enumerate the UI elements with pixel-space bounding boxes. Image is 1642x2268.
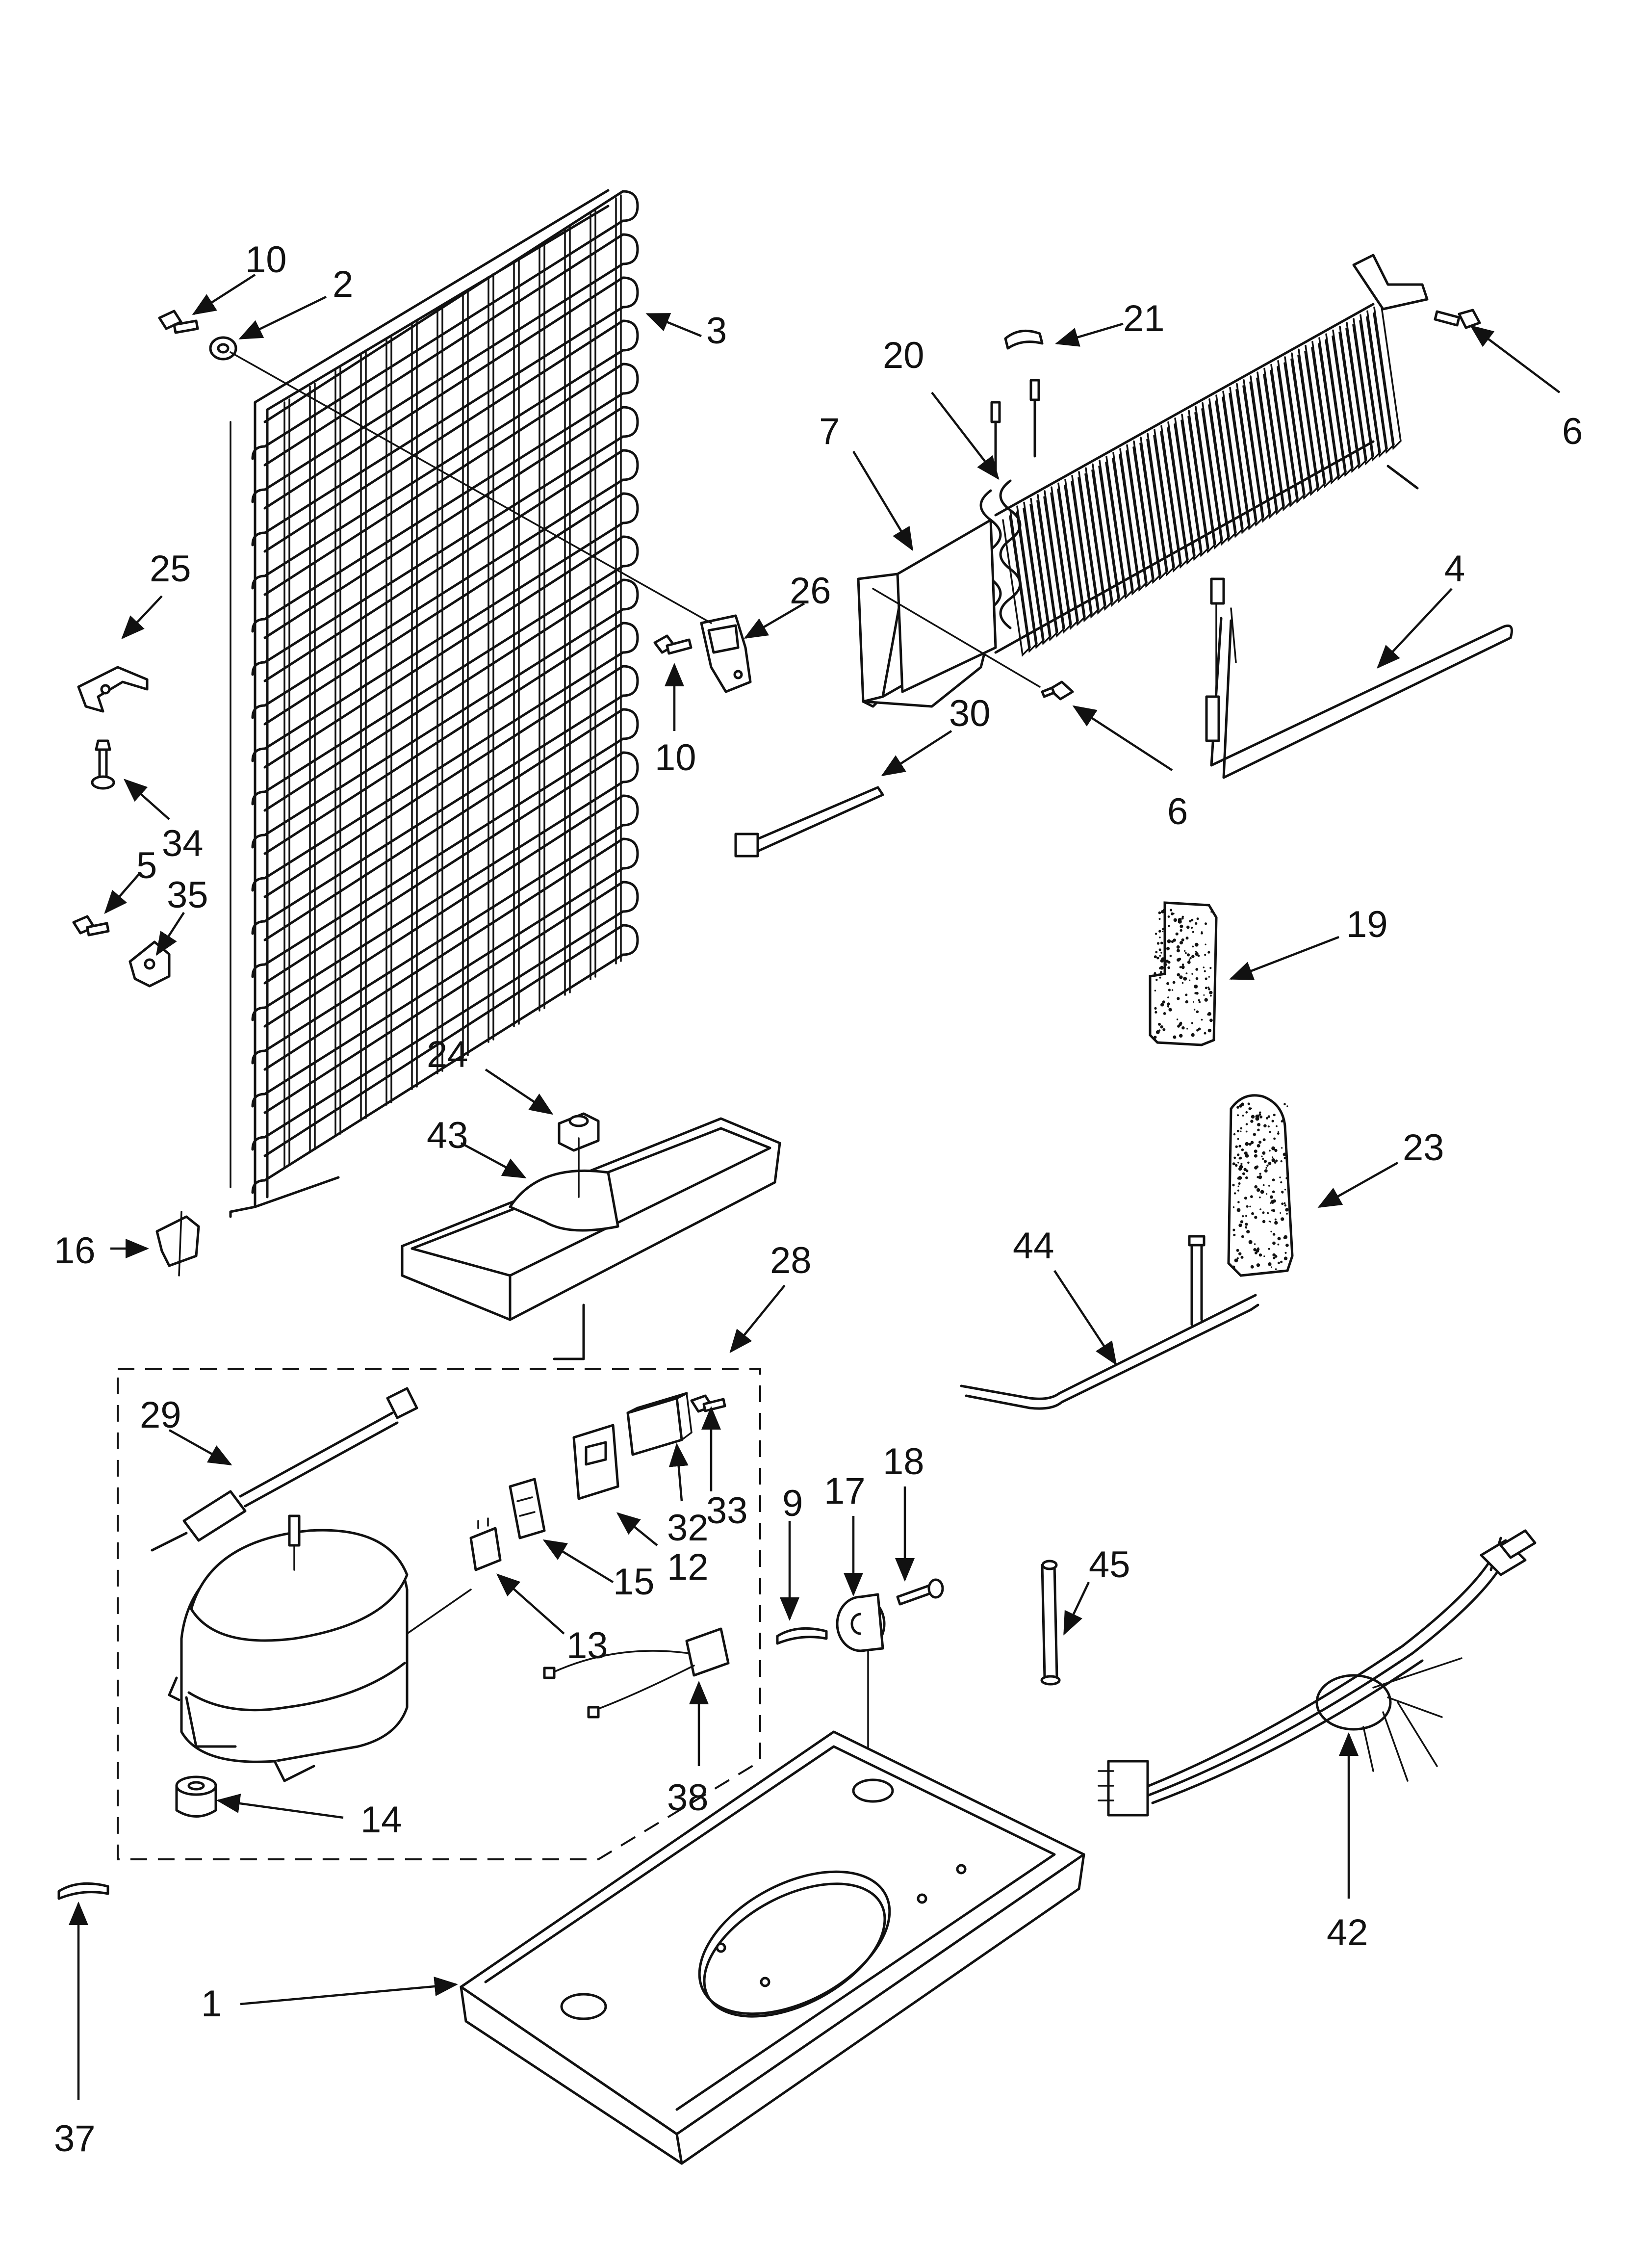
callout-labels: 10 2 3 6 21 20 7 25 26 4 10 34 30 6 5 35…: [54, 239, 1583, 2160]
power-cord: [1098, 1529, 1537, 1817]
evaporator: [979, 254, 1429, 657]
callout-17: 17: [824, 1470, 866, 1512]
callout-15: 15: [613, 1561, 655, 1603]
callout-16: 16: [54, 1230, 96, 1272]
wire-harness: [543, 1627, 730, 1719]
overload-protector: [572, 1424, 619, 1500]
condenser: [229, 189, 639, 1218]
callout-42: 42: [1327, 1912, 1368, 1954]
callout-10-top: 10: [245, 239, 287, 281]
callout-37: 37: [54, 2118, 96, 2160]
callout-45: 45: [1089, 1544, 1130, 1586]
foam-block: [1227, 1094, 1294, 1277]
callout-2: 2: [333, 263, 353, 305]
screw: [72, 915, 110, 937]
callout-21: 21: [1123, 298, 1165, 339]
callout-10-mid: 10: [655, 737, 696, 779]
callout-25: 25: [150, 548, 191, 590]
nut: [558, 1112, 600, 1198]
washer: [209, 336, 712, 624]
terminal-block: [469, 1517, 502, 1571]
callout-34: 34: [162, 823, 204, 864]
callout-43: 43: [427, 1115, 468, 1156]
callout-32: 32: [667, 1507, 709, 1549]
screw: [158, 310, 199, 334]
callout-33: 33: [706, 1490, 748, 1532]
relay: [509, 1478, 546, 1539]
callout-1: 1: [201, 1983, 222, 2025]
callout-9: 9: [782, 1483, 803, 1524]
callout-26: 26: [790, 570, 831, 612]
clip: [77, 666, 149, 713]
screw: [690, 1394, 726, 1413]
filter-drier: [151, 1387, 418, 1552]
clip: [155, 1211, 200, 1277]
callout-13: 13: [566, 1625, 608, 1667]
callout-30: 30: [949, 693, 991, 734]
callout-35: 35: [167, 874, 208, 916]
roller-pin: [896, 1578, 944, 1606]
clip: [57, 1882, 109, 1900]
leader-lines: [69, 274, 1561, 2100]
callout-6-right: 6: [1562, 411, 1583, 452]
evaporator-cover: [857, 519, 1041, 708]
heater-terminal: [990, 379, 1040, 472]
callout-23: 23: [1403, 1127, 1444, 1169]
screw: [1434, 309, 1481, 329]
callout-20: 20: [883, 335, 924, 376]
callout-38: 38: [667, 1777, 709, 1819]
condenser-bracket: [700, 614, 752, 693]
callout-7: 7: [819, 411, 840, 452]
roller: [836, 1593, 886, 1875]
callout-44: 44: [1013, 1225, 1054, 1267]
grommet: [175, 1775, 217, 1818]
leveling-pin: [1040, 1560, 1061, 1686]
callout-29: 29: [140, 1394, 181, 1436]
tube-cap: [1004, 329, 1044, 350]
drain-tube: [960, 1235, 1259, 1410]
callout-6-mid: 6: [1167, 791, 1188, 833]
clamp: [128, 940, 171, 988]
screw: [91, 739, 115, 790]
defrost-heater: [1205, 577, 1513, 779]
machine-base: [460, 1730, 1085, 2165]
callout-28: 28: [770, 1240, 812, 1281]
callout-14: 14: [360, 1799, 402, 1841]
callout-24: 24: [427, 1034, 468, 1075]
cable-tie: [734, 786, 884, 858]
screw: [653, 634, 693, 655]
foam-block: [1149, 901, 1218, 1046]
compressor: [168, 1514, 472, 1782]
callout-5: 5: [136, 845, 157, 886]
assembly-boundary: [117, 1368, 761, 1860]
callout-3: 3: [706, 310, 727, 352]
callout-19: 19: [1346, 904, 1388, 945]
callout-12: 12: [667, 1546, 709, 1588]
callout-4: 4: [1444, 548, 1465, 590]
callout-18: 18: [883, 1441, 924, 1483]
clip: [776, 1627, 828, 1645]
screw: [1041, 680, 1074, 701]
relay-cover: [626, 1392, 693, 1456]
drain-pan: [401, 1117, 781, 1360]
